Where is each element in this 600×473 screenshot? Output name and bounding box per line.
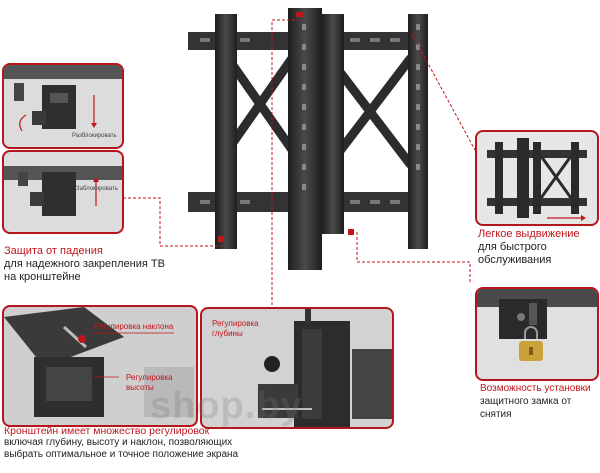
easy-slide-caption: Легкое выдвижение для быстрого обслужива… [478,228,598,267]
depth-panel: Регулировка глубины [200,307,394,429]
watermark: shop.by [150,385,303,427]
unlock-panel: Разблокировать [2,63,124,149]
fall-protection-caption: Защита от падения для надежного закрепле… [4,245,179,284]
lock-install-caption: Возможность установки защитного замка от… [480,383,598,421]
easy-slide-body: для быстрого обслуживания [478,241,552,266]
easy-slide-title: Легкое выдвижение [478,228,580,240]
lock-install-body: защитного замка от снятия [480,396,572,420]
easy-slide-panel [475,130,599,226]
adjustments-body: включая глубину, высоту и наклон, позвол… [4,437,239,460]
adjustments-title: Кронштейн имеет множество регулировок [4,425,210,437]
fall-protection-title: Защита от падения [4,245,103,257]
adjustments-caption: Кронштейн имеет множество регулировок вк… [4,425,254,460]
depth-label: Регулировка глубины [212,319,259,338]
lock-install-title: Возможность установки [480,383,591,394]
main-mount-illustration [180,4,430,274]
lock-label: Заблокировать [76,186,118,192]
lock-install-panel [475,287,599,381]
height-label: Регулировка высоты [126,373,173,392]
lock-panel: Заблокировать [2,150,124,234]
tilt-height-panel: Регулировка наклона Регулировка высоты [2,305,198,427]
tilt-label: Регулировка наклона [94,322,174,331]
fall-protection-body: для надежного закрепления ТВ на кронштей… [4,258,165,283]
unlock-label: Разблокировать [72,133,117,139]
